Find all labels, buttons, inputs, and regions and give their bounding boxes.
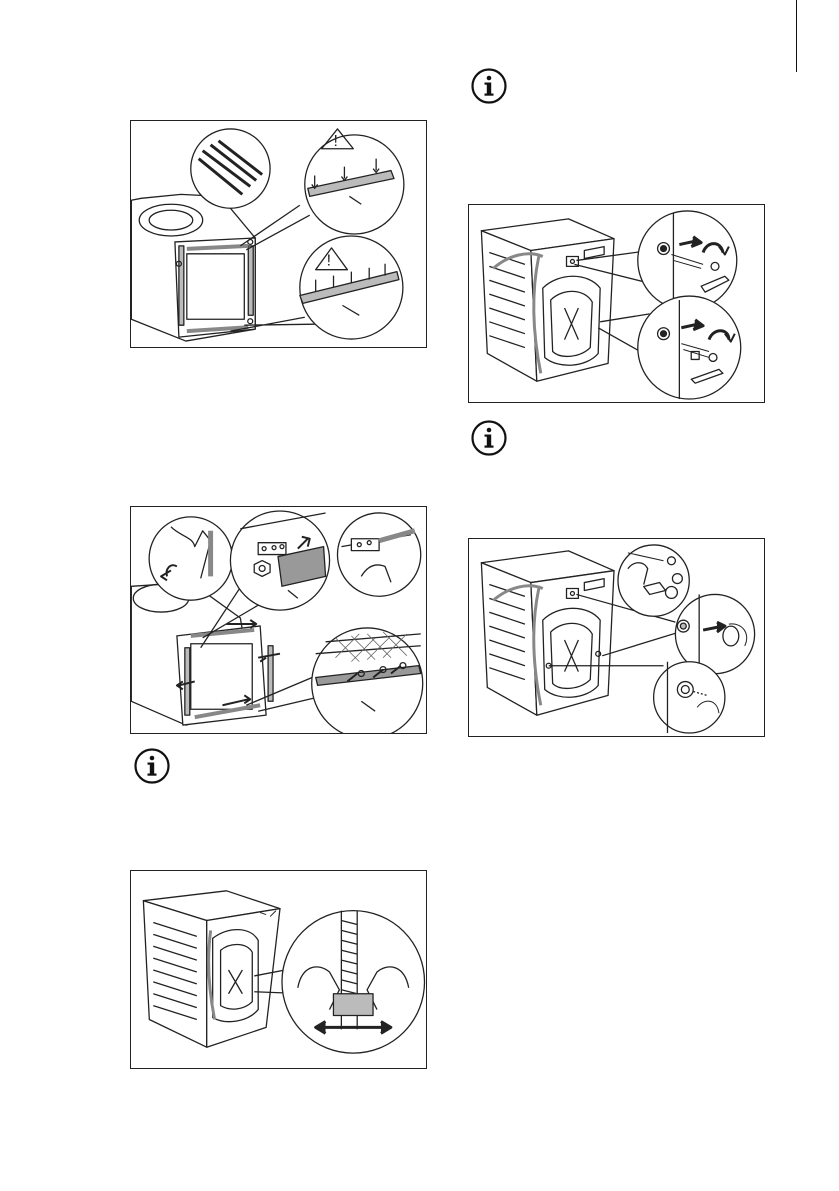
page-edge-rule	[796, 0, 797, 72]
info-icon	[471, 68, 507, 104]
info-icon	[134, 748, 170, 784]
fig-remove-rear-protection-strips: ! !	[130, 120, 427, 348]
fig-pull-hose-out-of-clip	[130, 870, 427, 1069]
info-icon	[471, 420, 507, 456]
svg-text:!: !	[327, 253, 331, 270]
svg-text:!: !	[334, 133, 338, 150]
fig-refit-strips-with-nut	[130, 506, 427, 734]
fig-unscrew-transit-bolts	[468, 204, 765, 403]
fig-insert-plastic-caps	[468, 538, 765, 737]
